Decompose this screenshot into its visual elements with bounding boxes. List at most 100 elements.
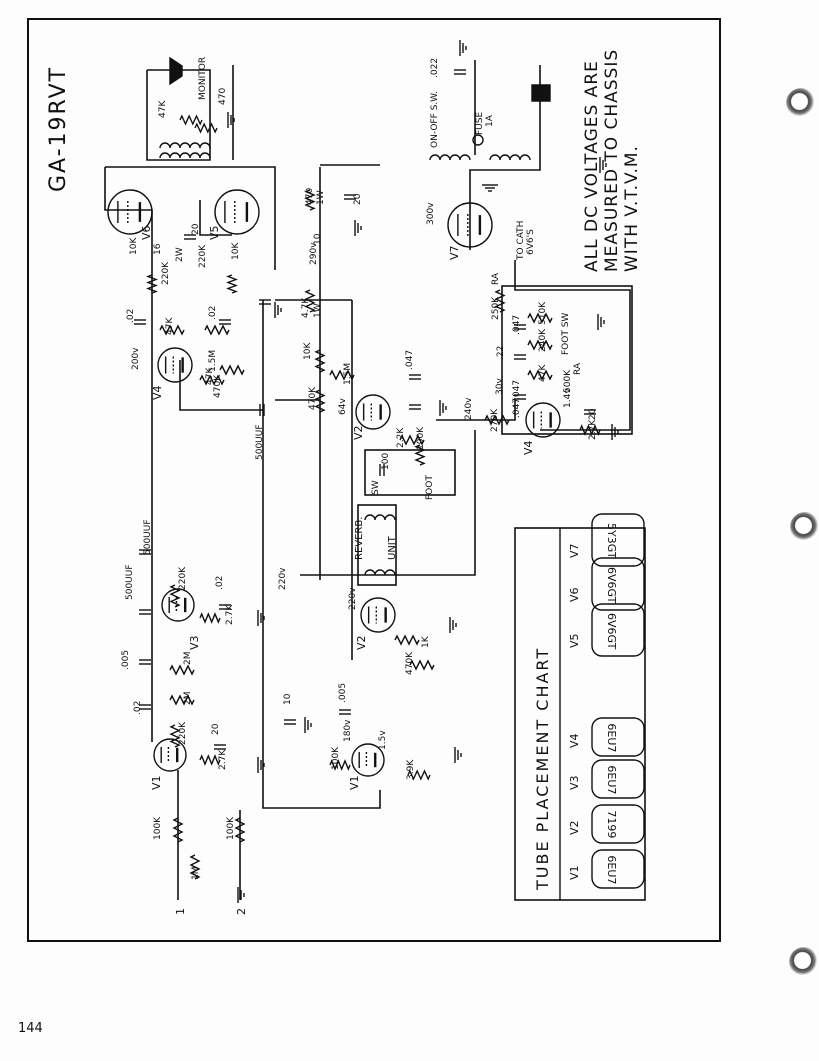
foot-switch-box	[364, 449, 456, 496]
label-r220k1: 220K	[178, 721, 188, 745]
v4-tremolo-tube	[525, 402, 561, 438]
placement-chart-title: TUBE PLACEMENT CHART	[533, 647, 552, 891]
reverb-unit-box	[357, 504, 397, 586]
cap-20-e	[409, 404, 421, 410]
label-v200: 200v	[131, 347, 141, 370]
resistor-470-monitor	[194, 122, 218, 134]
v4-trem-link	[436, 400, 516, 421]
tube-outline	[591, 804, 645, 844]
label-sw: SW	[371, 480, 381, 495]
tube-outline	[591, 759, 645, 799]
label-r250k: 250K	[491, 296, 501, 320]
label-c20d: 20	[588, 408, 598, 420]
v2-reverb-tube	[355, 394, 391, 430]
resistor-240k	[527, 339, 553, 351]
label-r2ma: 2M	[183, 652, 193, 666]
label-c005b: .005	[338, 683, 348, 703]
resistor-10k-b	[226, 274, 238, 294]
cap-02-a2	[139, 704, 151, 710]
punch-hole-middle	[790, 512, 819, 542]
label-c047a: .047	[405, 350, 415, 370]
output-transformer-primary	[159, 142, 211, 149]
resistor-2k2	[399, 434, 425, 446]
v3-preamp-tube	[161, 588, 195, 622]
tube-outline	[591, 513, 645, 567]
label-v30: 30v	[495, 378, 505, 395]
reverb-transformer-in	[364, 514, 396, 521]
ground-trem-a	[597, 314, 605, 330]
fuse-symbol	[472, 134, 484, 146]
tube-position-label: V1	[568, 865, 581, 880]
resistor-2m-a	[169, 664, 195, 676]
voltage-note-line-1: ALL DC VOLTAGES ARE	[582, 60, 602, 272]
resistor-1m5-a	[329, 369, 355, 381]
power-cord	[500, 65, 541, 171]
resistor-3k9	[407, 769, 431, 781]
ground-transformer	[599, 157, 607, 173]
label-c047c: .047	[512, 380, 522, 400]
resistor-250k	[494, 289, 506, 313]
label-V2b: V2	[355, 635, 368, 650]
label-r27k3: 2.7K	[588, 419, 598, 440]
label-reverb: REVERB.	[354, 517, 365, 560]
cap-005-a	[139, 659, 151, 665]
label-r27k2: 2.7K	[225, 604, 235, 625]
tube-type-label: 6V6GT	[605, 613, 618, 650]
ground-monitor	[227, 112, 235, 128]
tube-type-label: 6EU7	[605, 723, 618, 752]
resistor-2k7-b	[199, 612, 221, 624]
output-transformer-feed	[105, 166, 276, 270]
label-v15a: 1.5v	[378, 730, 388, 750]
tone-stack-return	[262, 300, 381, 809]
label-r2w: 2W	[175, 247, 185, 262]
label-c20a: 20	[211, 723, 221, 735]
label-r47k3: 4.7K	[301, 297, 311, 318]
label-monitor: MONITOR	[198, 57, 208, 100]
tube-position-label: V3	[568, 775, 581, 790]
label-v240: 240v	[464, 397, 474, 420]
tube-outline	[591, 849, 645, 889]
voltage-note: ALL DC VOLTAGES ARE MEASURED TO CHASSIS …	[582, 49, 642, 272]
label-c100: 100	[381, 453, 391, 470]
cap-20-b	[344, 194, 356, 200]
ground-switch	[459, 40, 467, 56]
resistor-10k-c	[314, 349, 326, 373]
label-c10a: 10	[283, 693, 293, 705]
placement-chart-frame	[514, 527, 646, 901]
resistor-4k7	[304, 289, 316, 313]
label-v6v6: 6V6'S	[526, 229, 536, 255]
label-c022: .022	[430, 58, 440, 78]
monitor-box	[146, 69, 211, 161]
cap-10-b	[259, 299, 271, 305]
power-feed	[469, 169, 500, 250]
schematic-border	[27, 18, 721, 942]
label-fuse: FUSE	[475, 112, 485, 135]
voltage-note-line-3: WITH V.T.V.M.	[622, 145, 642, 272]
label-r2mb: 2M	[183, 692, 193, 706]
tube-type-label: 6V6GT	[605, 567, 618, 604]
label-r22k: 2.2K	[396, 427, 406, 448]
v7-rectifier-tube	[447, 202, 493, 248]
tube-position-label: V4	[568, 733, 581, 748]
cap-047-a	[409, 374, 421, 380]
cap-20-d	[584, 409, 596, 415]
label-r39k: 3.9K	[406, 759, 416, 780]
ground-trem-b	[611, 424, 619, 440]
tube-outline	[591, 717, 645, 757]
v1-preamp-tube	[153, 738, 187, 772]
label-in2: 2	[235, 908, 248, 915]
ground-b-plus	[354, 220, 362, 236]
cap-022	[454, 69, 466, 75]
tube-outline	[591, 557, 645, 611]
label-v220a: 220v	[278, 567, 288, 590]
label-in1: 1	[174, 908, 187, 915]
resistor-220k-a	[169, 724, 181, 748]
label-r270k: 270K	[490, 408, 500, 432]
resistor-47k-monitor	[179, 114, 203, 126]
cap-500uuf-a	[139, 549, 151, 555]
cap-500uuf-b	[139, 609, 151, 615]
label-r100k1: 100K	[153, 816, 163, 840]
ground-v2-cathode	[439, 400, 447, 416]
resistor-470-1w	[304, 189, 316, 211]
label-r1k: 1K	[421, 635, 431, 648]
